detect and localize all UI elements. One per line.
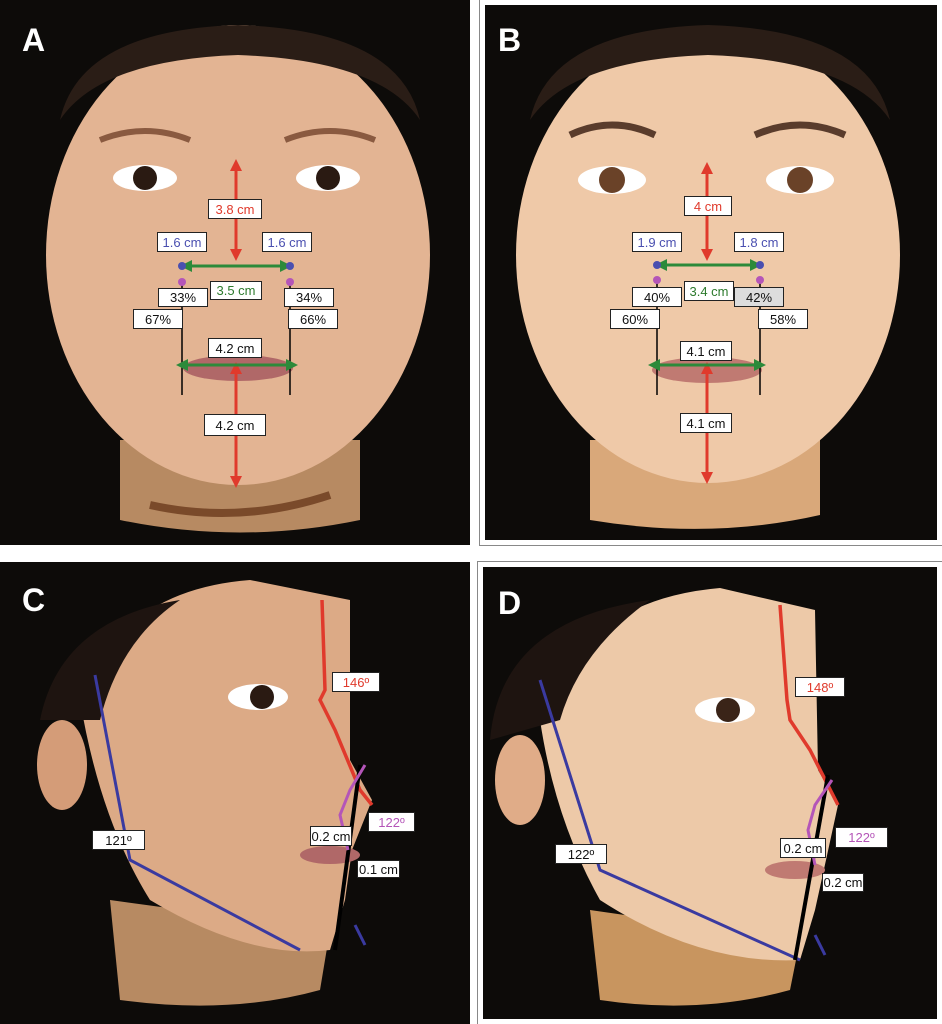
right-upper-pct: 42% (734, 287, 784, 307)
face-b (516, 25, 900, 529)
nasofrontal-angle-label: 146º (332, 672, 380, 692)
vertical-upper-label: 4 cm (684, 196, 732, 216)
upper-lip-label: 0.2 cm (310, 826, 352, 846)
nasolabial-angle-label: 122º (368, 812, 415, 832)
lower-lip-label: 0.2 cm (822, 873, 864, 892)
lower-lip-label: 0.1 cm (357, 860, 400, 878)
right-alar-label: 1.6 cm (262, 232, 312, 252)
mouth-width-label: 4.2 cm (208, 338, 262, 358)
jaw-angle-label: 122º (555, 844, 607, 864)
jaw-angle-label: 121º (92, 830, 145, 850)
left-upper-pct: 33% (158, 288, 208, 307)
vertical-lower-label: 4.2 cm (204, 414, 266, 436)
nasofrontal-angle-label: 148º (795, 677, 845, 697)
intercanthal-label: 3.5 cm (210, 281, 262, 300)
left-upper-pct: 40% (632, 287, 682, 307)
right-upper-pct: 34% (284, 288, 334, 307)
panel-letter-c: C (22, 582, 46, 618)
face-a (46, 25, 430, 533)
face-c (37, 580, 372, 1006)
right-alar-label: 1.8 cm (734, 232, 784, 252)
panel-letter-b: B (498, 22, 522, 58)
right-lower-pct: 66% (288, 309, 338, 329)
panel-letter-d: D (498, 585, 522, 621)
left-lower-pct: 67% (133, 309, 183, 329)
vertical-lower-label: 4.1 cm (680, 413, 732, 433)
nasolabial-angle-label: 122º (835, 827, 888, 848)
right-lower-pct: 58% (758, 309, 808, 329)
upper-lip-label: 0.2 cm (780, 838, 826, 858)
annotations-d (538, 604, 840, 962)
left-alar-label: 1.9 cm (632, 232, 682, 252)
vertical-upper-label: 3.8 cm (208, 199, 262, 219)
face-d (490, 588, 838, 1006)
intercanthal-label: 3.4 cm (684, 281, 734, 301)
left-lower-pct: 60% (610, 309, 660, 329)
panel-letter-a: A (22, 22, 46, 58)
left-alar-label: 1.6 cm (157, 232, 207, 252)
mouth-width-label: 4.1 cm (680, 341, 732, 361)
annotations-c (93, 599, 374, 952)
